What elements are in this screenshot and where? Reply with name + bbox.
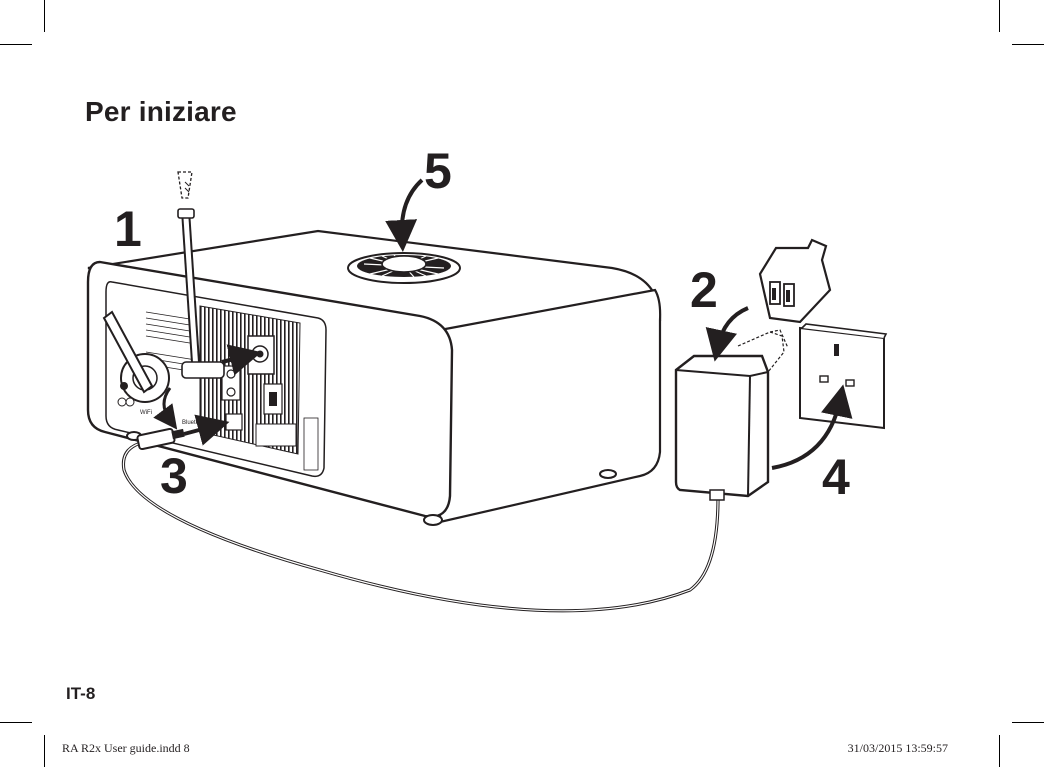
top-control-dial bbox=[347, 252, 461, 284]
bluetooth-label: Bluetooth bbox=[182, 420, 207, 426]
crop-mark-top-right-horizontal bbox=[1012, 44, 1044, 45]
crop-mark-top-left-horizontal bbox=[0, 44, 32, 45]
footer-timestamp: 31/03/2015 13:59:57 bbox=[847, 741, 948, 755]
step-number-3: 3 bbox=[160, 448, 188, 504]
crop-mark-bottom-left-vertical bbox=[44, 735, 45, 767]
telescopic-antenna bbox=[177, 171, 225, 379]
step-number-1: 1 bbox=[114, 201, 142, 257]
crop-mark-bottom-left-horizontal bbox=[0, 722, 32, 723]
wifi-label: WiFi bbox=[140, 410, 152, 416]
footer-file-info: RA R2x User guide.indd 8 bbox=[62, 741, 190, 755]
crop-mark-bottom-right-vertical bbox=[999, 735, 1000, 767]
dc-power-cable bbox=[121, 427, 720, 613]
step-arrows bbox=[153, 178, 424, 446]
step-number-5: 5 bbox=[424, 143, 452, 199]
crop-mark-bottom-right-horizontal bbox=[1012, 722, 1044, 723]
power-adapter bbox=[674, 329, 789, 501]
page-title: Per iniziare bbox=[85, 96, 237, 127]
step-number-2: 2 bbox=[690, 262, 718, 318]
step-number-4: 4 bbox=[822, 449, 850, 505]
crop-mark-top-right-vertical bbox=[999, 0, 1000, 32]
adapter-arrows bbox=[705, 306, 853, 470]
wall-socket bbox=[799, 323, 888, 430]
uk-plug-adapter bbox=[758, 238, 832, 324]
page-number: IT-8 bbox=[66, 684, 96, 703]
crop-mark-top-left-vertical bbox=[44, 0, 45, 32]
